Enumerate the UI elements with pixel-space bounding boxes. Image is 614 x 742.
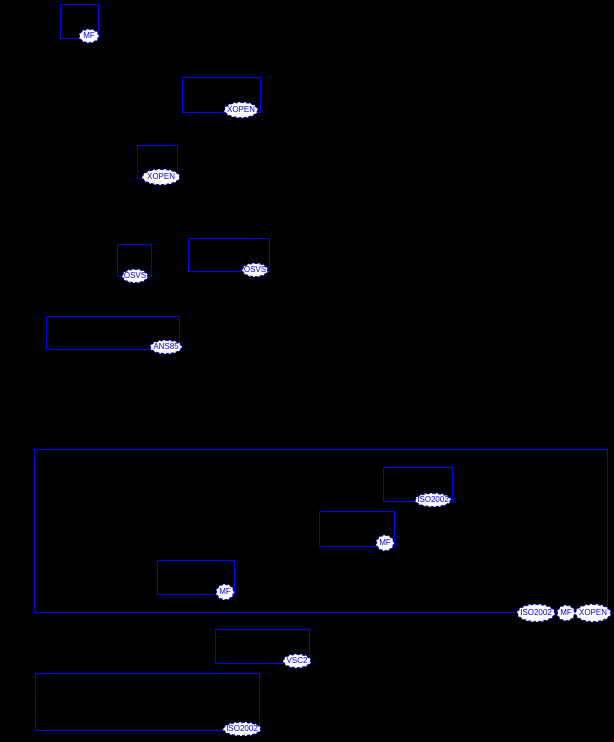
dialect-tag-mf: MF xyxy=(376,535,394,551)
dialect-tag-mf: MF xyxy=(557,605,575,621)
syntax-box-mf-3 xyxy=(157,560,235,595)
dialect-tag-osvs: OSVS xyxy=(122,269,148,283)
syntax-box-xopen-1 xyxy=(182,77,261,113)
syntax-box-vsc2 xyxy=(215,629,310,664)
dialect-tag-mf: MF xyxy=(79,29,99,43)
dialect-tag-xopen: XOPEN xyxy=(224,102,258,118)
syntax-box-mf-2 xyxy=(319,511,395,547)
dialect-tag-iso2002: ISO2002 xyxy=(415,493,451,507)
dialect-tag-xopen: XOPEN xyxy=(575,604,611,622)
dialect-tag-xopen: XOPEN xyxy=(142,169,180,185)
syntax-box-osvs-2 xyxy=(188,238,270,272)
syntax-box-outer-multi-dialect xyxy=(34,449,608,613)
dialect-tag-iso2002: ISO2002 xyxy=(223,722,261,736)
syntax-box-ans85 xyxy=(46,316,180,350)
dialect-tag-mf: MF xyxy=(216,584,234,600)
dialect-tag-vsc2: VSC2 xyxy=(283,654,311,668)
dialect-tag-osvs: OSVS xyxy=(242,263,268,277)
dialect-tag-ans85: ANS85 xyxy=(150,340,182,354)
dialect-tag-iso2002: ISO2002 xyxy=(517,604,555,622)
syntax-box-iso2002-2 xyxy=(35,673,260,731)
